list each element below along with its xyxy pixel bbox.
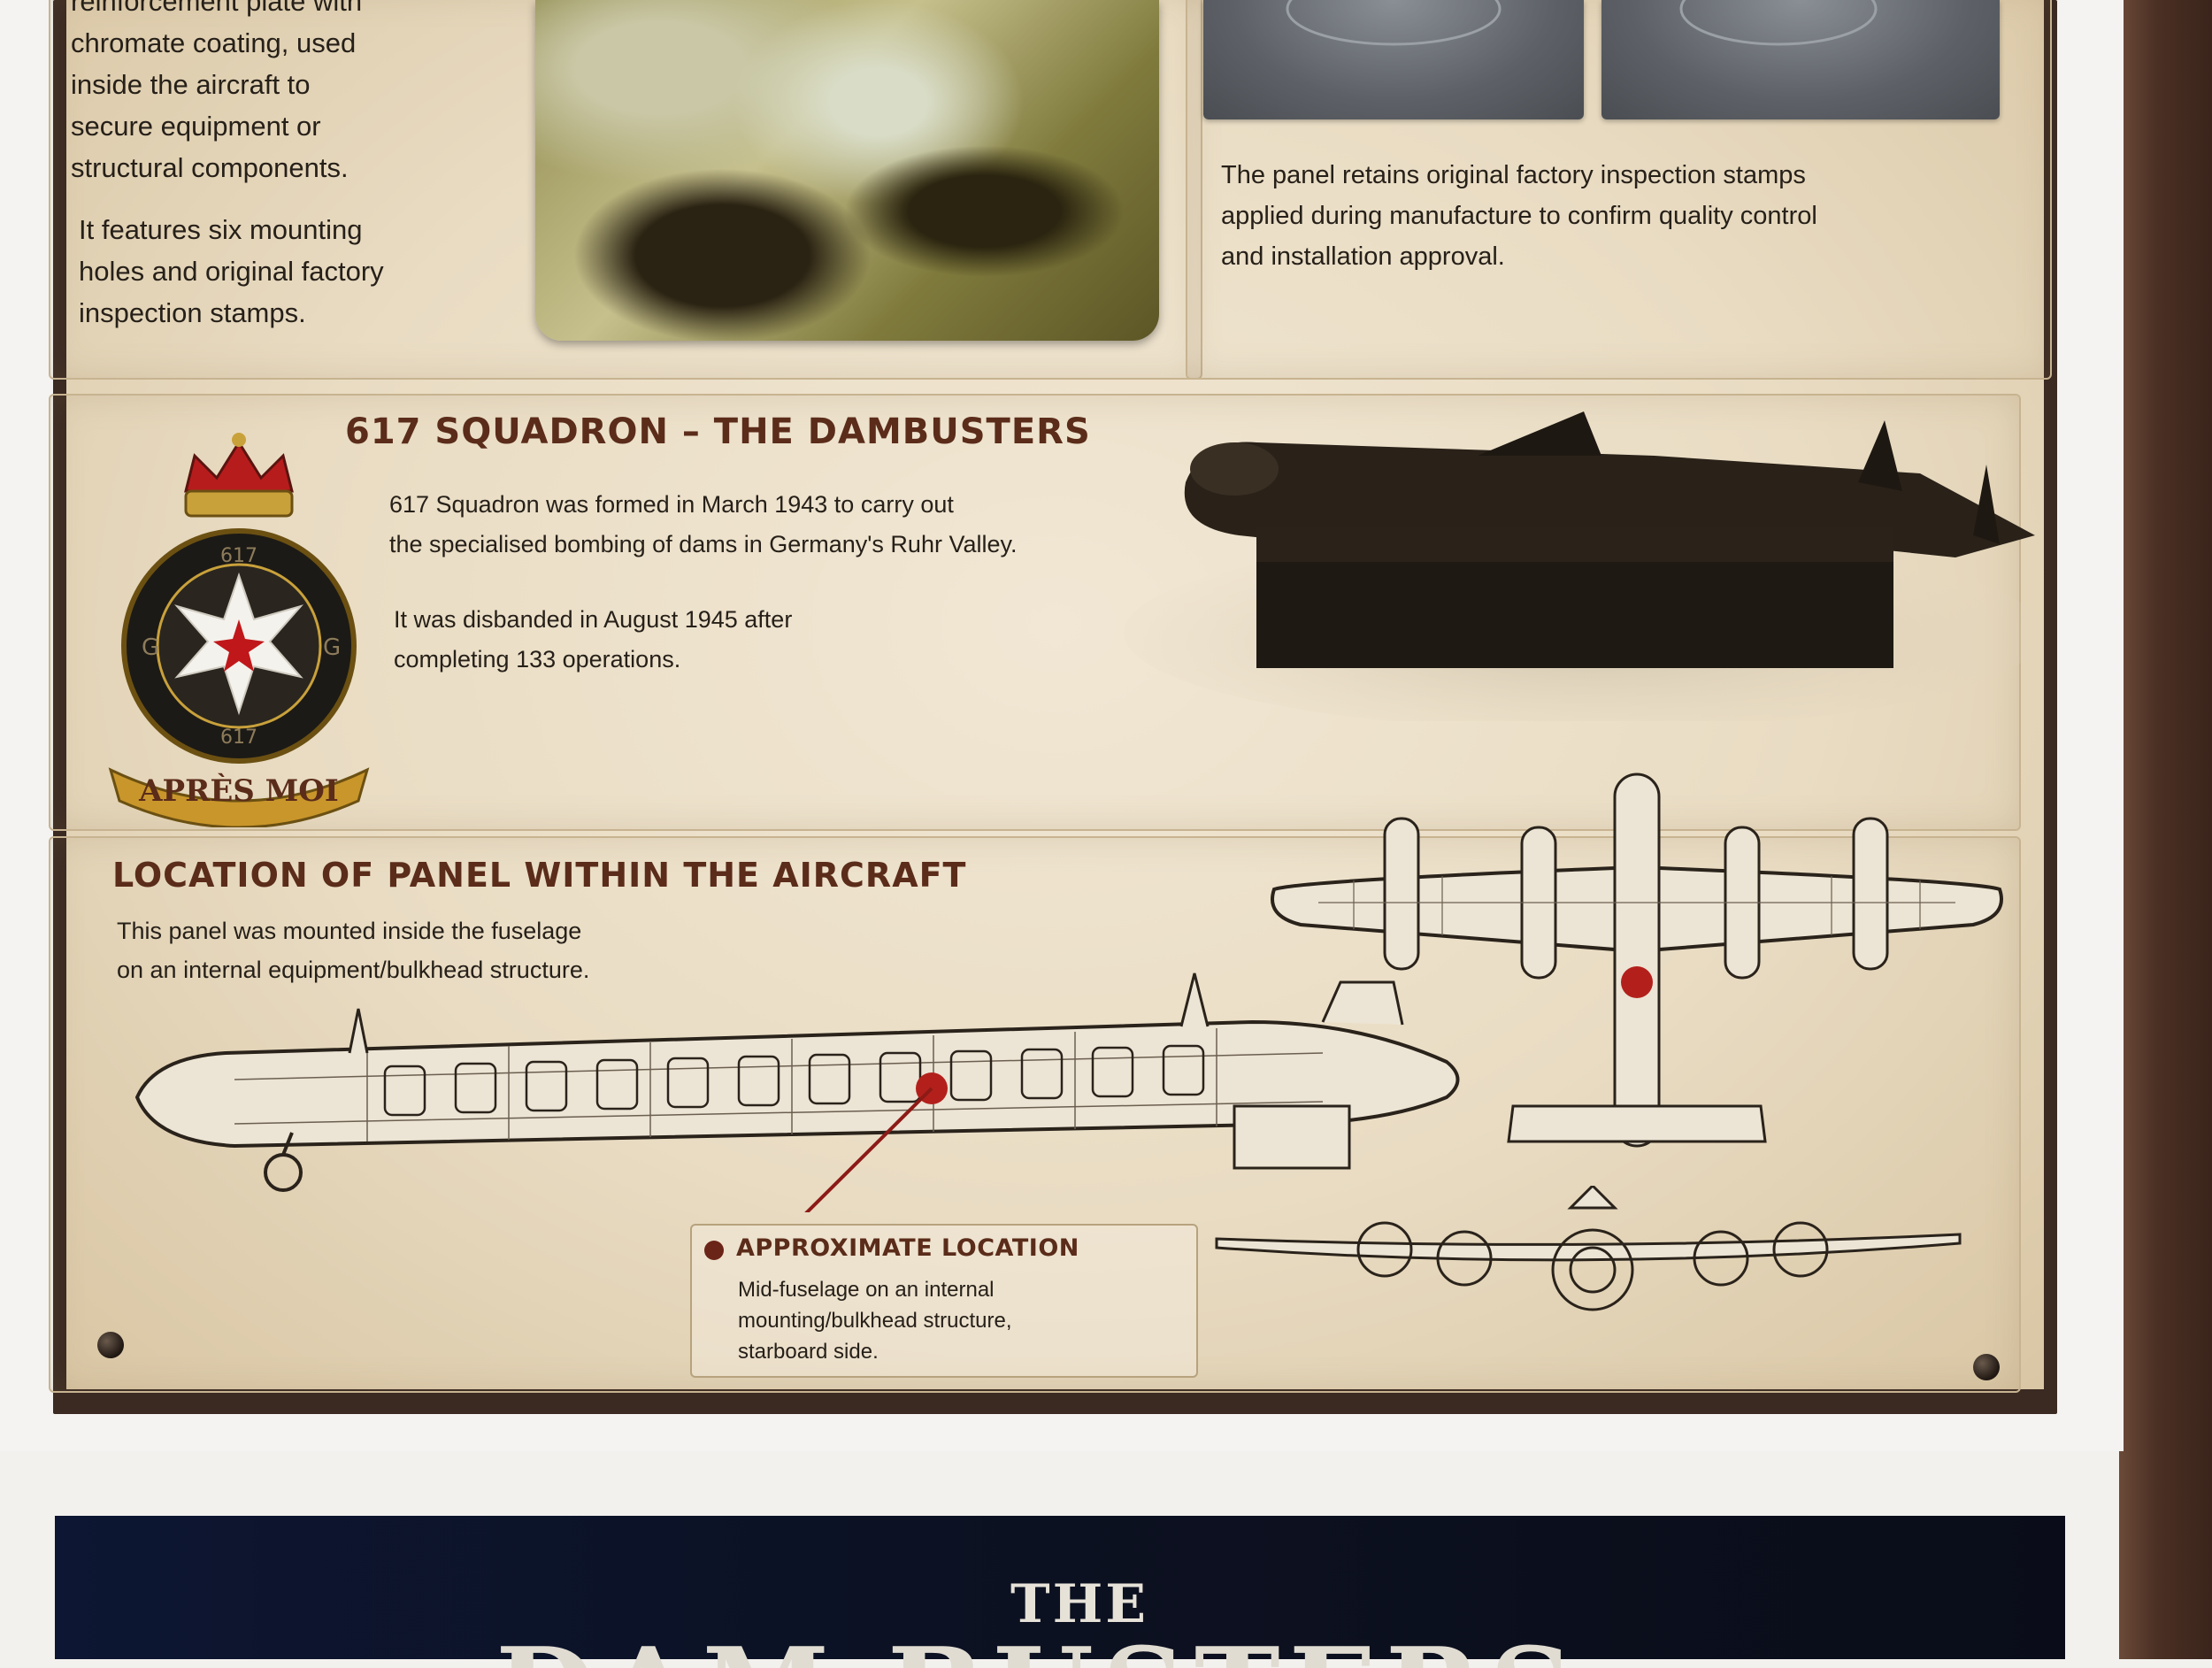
location-leader-line [804,1087,933,1212]
squadron-title: 617 SQUADRON – THE DAMBUSTERS [345,411,1091,452]
squadron-formation-text: 617 Squadron was formed in March 1943 to… [389,491,1018,557]
inspection-stamps-section [1186,0,2052,380]
banner-big-title: DAM BUSTERS [495,1633,1646,1668]
corroded-panel-photo [535,0,1159,341]
rivet-bottom-right [1973,1354,2000,1380]
squadron-disbanded-text: It was disbanded in August 1945 after co… [394,606,793,673]
callout-title: APPROXIMATE LOCATION [736,1234,1079,1262]
location-description: This panel was mounted inside the fusela… [117,918,590,983]
plan-location-marker [1621,966,1653,998]
banner-small-title: THE [1010,1573,1149,1635]
badge-motto: APRÈS MOI [138,773,339,809]
front-view-diagram [1215,1186,1962,1311]
location-title: LOCATION OF PANEL WITHIN THE AIRCRAFT [112,856,967,895]
badge-letter-left: G [142,634,159,661]
squadron-badge: 617 617 G G APRÈS MOI [108,433,370,827]
wall-background [2119,0,2212,1659]
object-features-text: It features six mounting holes and origi… [79,214,384,328]
rivet-bottom-left [97,1332,124,1358]
banner-big-title-wrapper: DAM BUSTERS [495,1633,1646,1668]
inspection-stamp-photo-left [1203,0,1584,119]
location-section [49,836,2021,1393]
dam-busters-banner [55,1516,2065,1659]
badge-number-bottom: 617 [220,726,257,749]
callout-text: Mid-fuselage on an internal mounting/bul… [738,1278,1012,1364]
inspection-stamp-photo-right [1601,0,2000,119]
location-dot-icon [704,1241,724,1260]
object-description-section [49,0,1202,380]
plan-view-diagram [1271,773,2003,1148]
badge-number-top: 617 [220,545,257,567]
badge-letter-right: G [323,634,341,661]
crew-with-lancaster-photo [1124,411,2044,721]
object-intro-text: reinforcement plate with chromate coatin… [71,0,363,183]
fuselage-side-view-diagram [134,972,1460,1212]
stamps-caption: The panel retains original factory inspe… [1221,161,1817,271]
info-panel: reinforcement plate with chromate coatin… [49,0,2052,1393]
approximate-location-callout: APPROXIMATE LOCATION Mid-fuselage on an … [690,1224,1198,1378]
